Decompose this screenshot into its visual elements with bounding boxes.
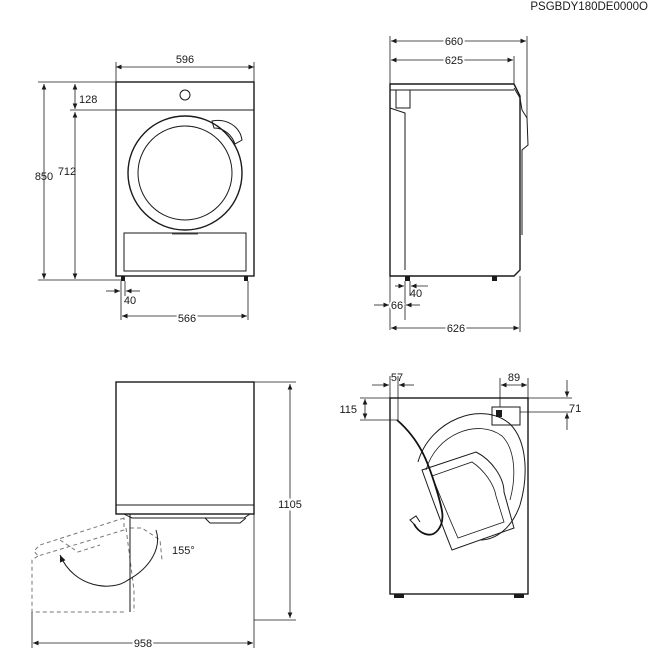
rear-foot-right: [514, 594, 524, 598]
rear-door-inner: [431, 461, 505, 539]
dim-height-door-open: 1105: [278, 499, 302, 511]
front-view: 596 850 128 712 40 566: [35, 54, 255, 327]
dim-foot-span: 566: [178, 313, 196, 325]
door-open-view: 155° 1105 958: [31, 381, 304, 650]
dim-outlet-height: 71: [569, 403, 581, 415]
side-foot-rear: [405, 276, 410, 281]
dim-body-depth: 625: [445, 55, 463, 67]
rear-door-panel: [421, 451, 515, 551]
dim-total-width: 958: [134, 638, 152, 650]
dim-foot-offset-side: 40: [410, 288, 422, 300]
open-door-dashed-3: [125, 527, 135, 612]
dim-foot-offset-front: 40: [124, 295, 136, 307]
top-body-outline: [115, 381, 255, 515]
door-closed-profile: [123, 513, 251, 519]
cord-plug: [409, 515, 421, 525]
dim-hose-height: 115: [339, 404, 357, 416]
dim-top-panel-height: 128: [79, 94, 97, 106]
open-door-dashed-4: [130, 527, 163, 561]
side-door-profile: [513, 87, 529, 235]
door-ring: [127, 115, 243, 231]
power-cord: [396, 419, 444, 536]
front-foot-right: [244, 276, 248, 281]
front-foot-left: [121, 276, 125, 281]
dim-open-angle: 155°: [172, 545, 195, 557]
door-handle: [211, 119, 243, 145]
open-door-dashed-5: [59, 539, 101, 553]
door-handle-closed: [204, 517, 247, 524]
dim-width-front: 596: [176, 54, 194, 66]
dim-outlet-width: 89: [508, 372, 520, 384]
rear-outlet-block: [395, 89, 411, 109]
drum-inner: [425, 428, 515, 501]
model-code: PSGBDY180DE0000O: [530, 1, 648, 13]
side-foot-front: [492, 276, 497, 281]
outlet-box: [491, 406, 521, 426]
side-body-outline: [389, 83, 521, 277]
open-door-dashed-2: [31, 555, 126, 613]
side-rear-panel: [389, 107, 406, 270]
dim-rear-offset: 66: [391, 300, 403, 312]
drum-ring: [417, 413, 526, 541]
open-door-dashed: [33, 517, 125, 557]
angle-arc: [59, 529, 158, 587]
side-view: 660 625 40 66 626: [374, 34, 529, 337]
filter-flap: [123, 232, 247, 272]
door-glass: [137, 125, 233, 221]
front-body-outline: [115, 81, 255, 277]
dim-hose-offset-left: 57: [391, 372, 403, 384]
rear-view: 57 89 115 71: [339, 372, 581, 598]
power-knob-icon: [179, 89, 191, 101]
rear-body-outline: [389, 397, 529, 595]
dim-total-depth: 660: [445, 36, 463, 48]
dim-total-height: 850: [35, 171, 53, 183]
dim-lower-height: 712: [58, 166, 76, 178]
rear-foot-left: [394, 594, 404, 598]
outlet-icon: [496, 410, 502, 417]
dim-foot-depth: 626: [447, 323, 465, 335]
